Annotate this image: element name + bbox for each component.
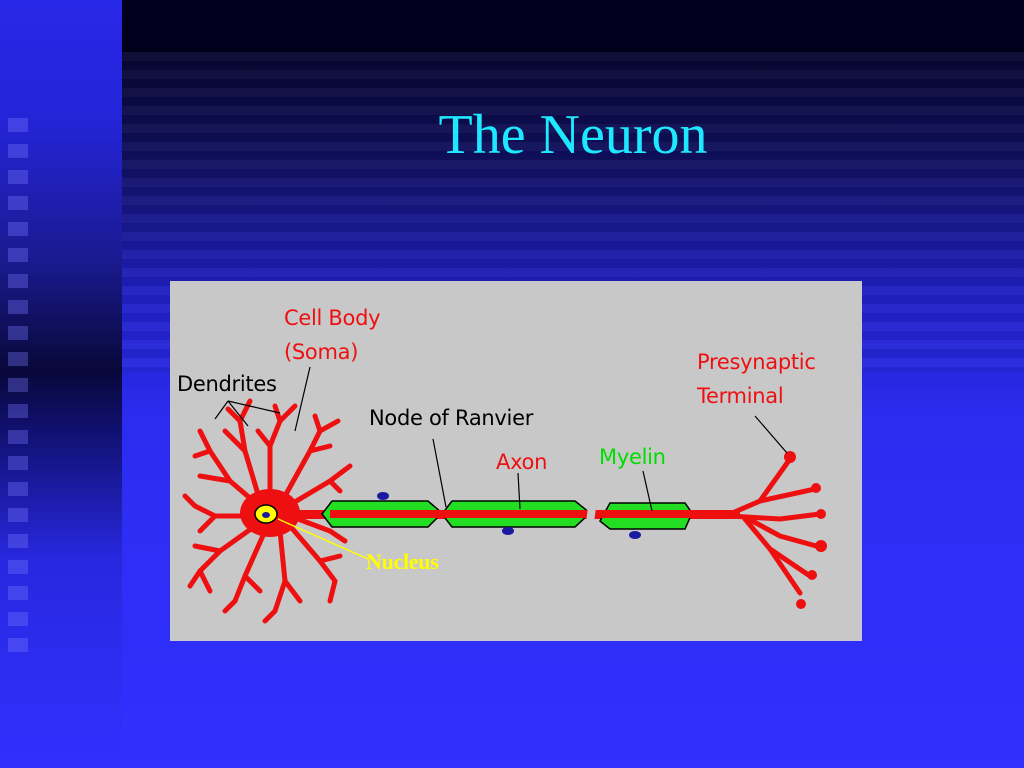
side-panel bbox=[0, 0, 122, 768]
presynaptic-label: Presynaptic bbox=[697, 350, 816, 374]
nucleus-leader-line bbox=[277, 518, 369, 560]
myelin-label: Myelin bbox=[599, 445, 666, 469]
neuron-diagram: Cell Body (Soma) Dendrites Node of Ranvi… bbox=[170, 281, 862, 641]
axon-break bbox=[584, 493, 598, 537]
schwann-nuclei bbox=[377, 492, 641, 539]
axon-label: Axon bbox=[496, 450, 548, 474]
terminal-label: Terminal bbox=[697, 384, 784, 408]
decorative-squares bbox=[8, 118, 28, 658]
terminal-buttons bbox=[784, 451, 827, 609]
dendrites-label: Dendrites bbox=[177, 372, 277, 396]
neuron-illustration bbox=[182, 366, 827, 624]
slide-title: The Neuron bbox=[438, 104, 708, 166]
top-band bbox=[122, 0, 1024, 52]
nucleus-label: Nucleus bbox=[366, 549, 439, 574]
leader-lines bbox=[214, 366, 788, 512]
soma-label: (Soma) bbox=[284, 340, 359, 364]
node-of-ranvier-label: Node of Ranvier bbox=[369, 406, 534, 430]
dendrites bbox=[182, 398, 353, 624]
cell-body-label: Cell Body bbox=[284, 306, 381, 330]
presynaptic-terminals bbox=[727, 456, 823, 596]
